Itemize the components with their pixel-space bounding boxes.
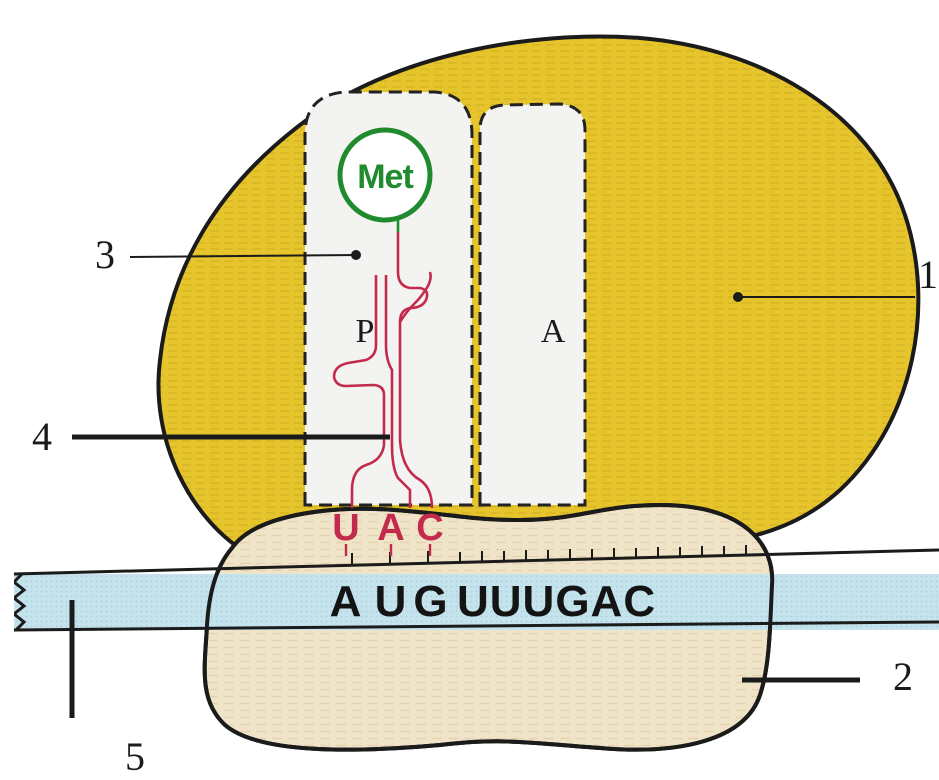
mrna-left-mask (0, 560, 14, 640)
mrna-codons-rest: UUUGAC (457, 577, 656, 626)
label-3: 3 (95, 232, 115, 277)
a-site (480, 104, 585, 505)
label-5: 5 (125, 734, 145, 779)
anticodon-base-1: U (332, 507, 359, 549)
amino-acid-label: Met (357, 158, 413, 196)
anticodon-base-2: A (377, 507, 404, 549)
a-site-label: A (541, 313, 566, 350)
label-dot-3 (351, 250, 361, 260)
mrna-base-2: U (375, 577, 408, 626)
anticodon-base-3: C (416, 507, 443, 549)
label-4: 4 (32, 414, 52, 459)
p-site-label: P (356, 313, 375, 350)
label-1: 1 (918, 252, 938, 297)
label-dot-1 (733, 292, 743, 302)
mrna-base-3: G (413, 577, 448, 626)
mrna-base-1: A (330, 577, 363, 626)
label-2: 2 (893, 654, 913, 699)
